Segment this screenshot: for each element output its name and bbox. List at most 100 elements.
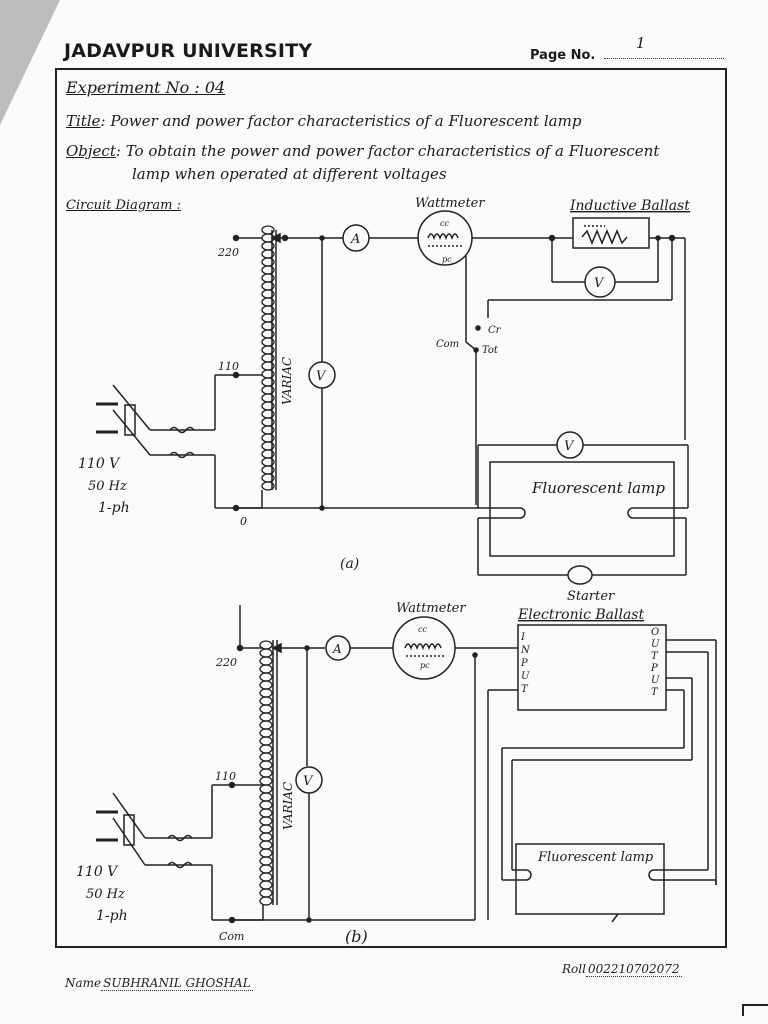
coil-turn	[259, 792, 273, 802]
supply-voltage-b: 110 V	[76, 864, 119, 880]
experiment-number: Experiment No : 04	[66, 78, 226, 97]
coil-turn	[259, 872, 273, 882]
ballast-letter: O	[651, 627, 659, 638]
title-line: Title: Power and power factor characteri…	[66, 112, 581, 130]
ballast-letter: U	[651, 675, 660, 686]
ballast-letter: T	[651, 687, 659, 698]
ballast-letter: I	[520, 632, 526, 643]
variac-coil-b	[259, 640, 273, 906]
ballast-letter: U	[651, 639, 660, 650]
coil-turn	[259, 832, 273, 842]
diagram-b	[96, 605, 717, 924]
coil-turn	[259, 648, 273, 658]
wattmeter-pc-a: pc	[442, 255, 452, 264]
coil-turn	[259, 672, 273, 682]
page-corner-shadow	[0, 0, 60, 125]
caption-a: (a)	[340, 556, 359, 572]
coil-turn	[259, 856, 273, 866]
switch-tot-a: Tot	[482, 345, 499, 356]
electronic-ballast-label: Electronic Ballast	[517, 607, 644, 623]
circuit-heading: Circuit Diagram :	[66, 198, 181, 213]
coil-turn	[259, 680, 273, 690]
ammeter-a: A	[350, 232, 360, 247]
wattmeter-label-b: Wattmeter	[396, 601, 466, 616]
page-number: 1	[635, 34, 646, 52]
voltmeter-supply-a: V	[316, 369, 327, 384]
coil-turn	[259, 744, 273, 754]
object-label: Object	[66, 142, 116, 160]
coil-turn	[259, 656, 273, 666]
tap-110-b: 110	[215, 770, 236, 783]
coil-turn	[261, 481, 275, 491]
object-text-2: lamp when operated at different voltages	[132, 165, 447, 183]
ballast-letter: P	[520, 658, 528, 669]
coil-turn	[259, 728, 273, 738]
tap-0-a: 0	[240, 515, 247, 528]
object-line: Object: To obtain the power and power fa…	[66, 142, 659, 160]
coil-turn	[259, 776, 273, 786]
wattmeter-cc-a: cc	[440, 219, 449, 228]
switch-cr-a: Cr	[488, 325, 502, 336]
lamp-label-a: Fluorescent lamp	[531, 479, 665, 497]
page-number-line: 1	[603, 34, 724, 59]
coil-turn	[259, 896, 273, 906]
diagram-b-labels: 220 110 Com VARIAC 110 V 50 Hz 1-ph Watt…	[76, 601, 660, 946]
variac-label-b: VARIAC	[281, 782, 295, 830]
coil-turn	[259, 784, 273, 794]
variac-label-a: VARIAC	[280, 357, 294, 405]
coil-turn	[259, 704, 273, 714]
corner-mark	[742, 1004, 768, 1016]
coil-turn	[259, 712, 273, 722]
tap-220-a: 220	[217, 246, 239, 259]
ballast-letter: N	[520, 645, 531, 656]
university-header: JADAVPUR UNIVERSITY	[64, 40, 313, 62]
coil-turn	[259, 720, 273, 730]
tap-220-b: 220	[215, 656, 237, 669]
page-label: Page No.	[530, 48, 596, 63]
title-text: : Power and power factor characteristics…	[100, 112, 582, 130]
coil-turn	[259, 800, 273, 810]
supply-voltage-a: 110 V	[78, 456, 121, 472]
coil-turn	[259, 768, 273, 778]
tap-110-a: 110	[218, 360, 239, 373]
coil-turn	[259, 760, 273, 770]
supply-phase-b: 1-ph	[96, 908, 128, 924]
object-text-1: : To obtain the power and power factor c…	[115, 142, 660, 160]
voltmeter-b: V	[303, 774, 314, 789]
ballast-letter: U	[521, 671, 530, 682]
lamp-label-b: Fluorescent lamp	[537, 850, 654, 865]
starter-label: Starter	[567, 589, 615, 604]
coil-turn	[259, 808, 273, 818]
supply-frequency-b: 50 Hz	[86, 887, 125, 902]
diagram-a	[96, 210, 689, 585]
coil-turn	[259, 824, 273, 834]
tap-com-b: Com	[219, 930, 244, 943]
page-number-field: Page No. 1	[530, 34, 724, 63]
wattmeter-cc-b: cc	[418, 625, 427, 634]
roll-value: 002210702072	[585, 962, 682, 977]
diagram-a-labels: 220 110 0 VARIAC 110 V 50 Hz 1-ph Wattme…	[78, 196, 690, 604]
supply-frequency-a: 50 Hz	[88, 479, 127, 494]
caption-b: (b)	[345, 927, 368, 946]
voltmeter-ballast-a: V	[594, 276, 605, 291]
name-label: Name	[65, 976, 102, 990]
coil-turn	[259, 880, 273, 890]
switch-com-a: Com	[436, 339, 459, 350]
wattmeter-label-a: Wattmeter	[415, 196, 485, 211]
coil-turn	[259, 664, 273, 674]
coil-turn	[259, 840, 273, 850]
variac-coil-a	[261, 225, 275, 491]
coil-turn	[259, 816, 273, 826]
coil-turn	[259, 848, 273, 858]
ammeter-b: A	[332, 642, 342, 656]
coil-turn	[259, 696, 273, 706]
coil-turn	[259, 736, 273, 746]
page-border	[55, 68, 727, 948]
voltmeter-lamp-a: V	[564, 439, 575, 454]
